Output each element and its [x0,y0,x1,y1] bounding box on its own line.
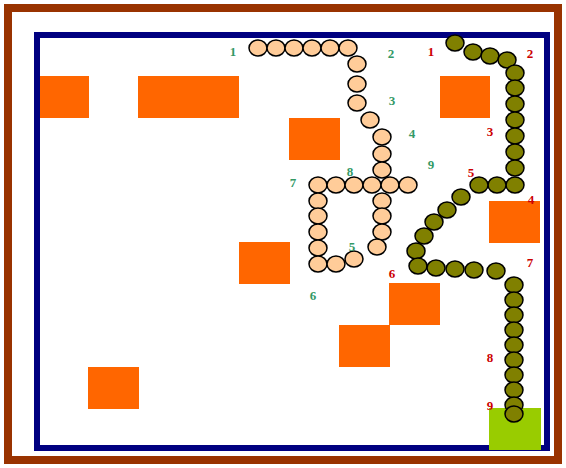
obstacles [40,76,541,450]
olive-snake-segment [446,35,464,51]
waypoint-number: 3 [389,94,396,107]
peach-snake-segment [309,208,327,224]
olive-snake-segment [481,48,499,64]
obstacle-block [239,242,290,284]
peach-snake-segment [373,146,391,162]
waypoint-number: 5 [349,240,356,253]
olive-snake-segment [438,202,456,218]
peach-snake-segment [373,129,391,145]
peach-snake-segment [348,95,366,111]
peach-snake-segment [303,40,321,56]
peach-snake-segment [345,251,363,267]
waypoint-number: 5 [468,166,475,179]
waypoint-number: 7 [290,176,297,189]
olive-snake-segment [465,262,483,278]
olive-snake-segment [505,382,523,398]
olive-snake-segment [505,307,523,323]
peach-snake-segment [309,224,327,240]
olive-snake-segment [506,80,524,96]
olive-snake-segment [506,144,524,160]
obstacle-block [40,76,89,118]
waypoint-number: 9 [428,158,435,171]
peach-snake-segment [373,162,391,178]
peach-snake-segment [361,112,379,128]
outer-frame [8,8,558,460]
olive-snake-segment [505,337,523,353]
olive-snake-segment [505,277,523,293]
waypoint-number: 6 [389,267,396,280]
peach-snake-segment [309,256,327,272]
waypoint-number: 8 [347,165,354,178]
peach-snake-segment [373,193,391,209]
peach-snake-segment [381,177,399,193]
waypoint-number: 6 [310,289,317,302]
peach-snake-segment [327,177,345,193]
peach-snake-segment [309,193,327,209]
waypoint-number: 3 [487,125,494,138]
peach-snake-segment [339,40,357,56]
olive-snake-segment [425,214,443,230]
inner-wall [37,35,547,448]
obstacle-block [138,76,239,118]
peach-snake-segment [249,40,267,56]
waypoint-number: 4 [409,127,416,140]
olive-snake-segment [464,44,482,60]
olive-snake-segment [427,260,445,276]
obstacle-block [339,325,390,367]
peach-snake-segment [373,224,391,240]
obstacle-block [88,367,139,409]
olive-snake-segment [488,177,506,193]
olive-snake-segment [487,263,505,279]
peach-snake-segment [309,240,327,256]
olive-snake-segment [505,292,523,308]
peach-snake-segment [363,177,381,193]
waypoint-number: 2 [388,47,395,60]
olive-snake-segment [506,128,524,144]
peach-snake-segment [327,256,345,272]
olive-snake-segment [409,258,427,274]
peach-snake-segment [309,177,327,193]
peach-snake-segment [285,40,303,56]
olive-snake-segment [415,228,433,244]
waypoint-number: 8 [487,351,494,364]
olive-snake-segment [506,65,524,81]
olive-snake-segment [506,177,524,193]
olive-snake-segment [470,177,488,193]
waypoint-number: 9 [487,399,494,412]
olive-snake-segment [506,160,524,176]
olive-snake-segment [446,261,464,277]
olive-snake-segment [506,96,524,112]
olive-snake-segment [505,352,523,368]
obstacle-block [440,76,490,118]
olive-snake-segment [452,189,470,205]
obstacle-block [389,283,440,325]
waypoint-number: 2 [527,47,534,60]
obstacle-block [289,118,340,160]
peach-snake-segment [348,56,366,72]
peach-snake-segment [267,40,285,56]
waypoint-number: 1 [230,45,237,58]
olive-snake-segment [505,322,523,338]
peach-snake-segment [373,208,391,224]
waypoint-number: 1 [428,45,435,58]
olive-snake-segment [407,243,425,259]
peach-snake-segment [348,76,366,92]
snakes [249,35,524,422]
peach-snake-segment [399,177,417,193]
peach-snake-segment [368,239,386,255]
olive-snake-segment [506,112,524,128]
olive-snake-segment [505,406,523,422]
olive-snake-segment [505,367,523,383]
peach-snake-segment [321,40,339,56]
peach-snake-segment [345,177,363,193]
waypoint-number: 7 [527,256,534,269]
waypoint-number: 4 [528,193,535,206]
obstacle-block [489,201,540,243]
